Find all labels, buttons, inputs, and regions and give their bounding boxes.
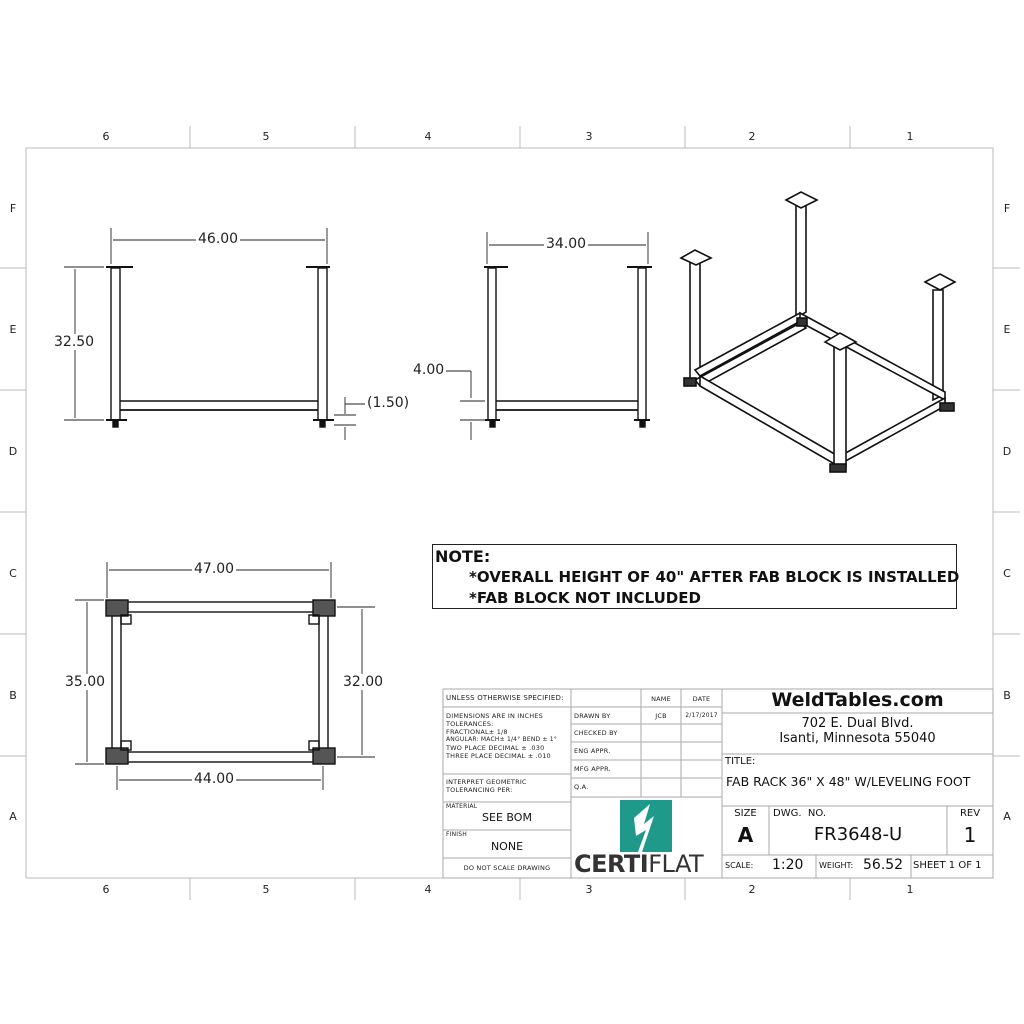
size-value: A <box>737 823 754 847</box>
tolerance-line: THREE PLACE DECIMAL ± .010 <box>446 752 551 760</box>
interpret-block: INTERPRET GEOMETRIC TOLERANCING PER: <box>446 778 527 794</box>
size-label: SIZE <box>734 808 757 819</box>
zone-col: 1 <box>906 883 914 896</box>
zone-row: F <box>9 202 17 215</box>
zone-col: 4 <box>424 130 432 143</box>
rev-label: REV <box>959 808 981 819</box>
address-line-1: 702 E. Dual Blvd. <box>801 716 914 731</box>
zone-col: 6 <box>102 130 110 143</box>
zone-col: 1 <box>906 130 914 143</box>
note-title: NOTE: <box>435 547 491 566</box>
logo-bold-text: CERTI <box>574 850 649 878</box>
lightning-icon <box>620 800 672 852</box>
unless-specified: UNLESS OTHERWISE SPECIFIED: <box>446 694 564 702</box>
zone-row: B <box>9 689 17 702</box>
address-line-2: Isanti, Minnesota 55040 <box>779 731 936 746</box>
approval-role: ENG APPR. <box>574 747 611 755</box>
sheet-frame <box>25 147 994 879</box>
front-width-dim: 46.00 <box>196 231 241 247</box>
company-address: 702 E. Dual Blvd. Isanti, Minnesota 5504… <box>722 716 993 746</box>
rev-value: 1 <box>963 823 977 847</box>
isometric-view <box>679 191 957 473</box>
tolerance-line: FRACTIONAL± 1/8 <box>446 728 508 736</box>
side-width-dim: 34.00 <box>544 236 589 252</box>
company-name: WeldTables.com <box>771 689 944 711</box>
interpret-line: TOLERANCING PER: <box>446 786 513 794</box>
drawing-title: FAB RACK 36" X 48" W/LEVELING FOOT <box>726 774 971 789</box>
note-line: *OVERALL HEIGHT OF 40" AFTER FAB BLOCK I… <box>469 568 960 586</box>
zone-col: 3 <box>585 130 593 143</box>
title-block-grid <box>442 688 994 879</box>
top-outer-width-dim: 47.00 <box>192 561 237 577</box>
weight-label: WEIGHT: <box>819 861 854 870</box>
top-inner-depth-dim: 32.00 <box>341 674 386 690</box>
interpret-line: INTERPRET GEOMETRIC <box>446 778 527 786</box>
finish-value: NONE <box>490 840 524 853</box>
zone-col: 2 <box>748 883 756 896</box>
front-height-dim: 32.50 <box>52 334 97 350</box>
weight-value: 56.52 <box>863 857 904 873</box>
approval-role: DRAWN BY <box>574 712 611 720</box>
approval-date: 2/17/2017 <box>685 712 718 719</box>
dwg-no-value: FR3648-U <box>813 824 903 845</box>
zone-row: A <box>9 810 17 823</box>
note-line: *FAB BLOCK NOT INCLUDED <box>469 589 701 607</box>
col-date-header: DATE <box>692 695 711 703</box>
material-label: MATERIAL <box>446 803 478 810</box>
approval-role: Q.A. <box>574 783 589 791</box>
top-inner-width-dim: 44.00 <box>192 771 237 787</box>
scale-label: SCALE: <box>725 861 754 870</box>
dwg-no-label: DWG. NO. <box>773 808 826 819</box>
zone-col: 4 <box>424 883 432 896</box>
zone-row: E <box>9 323 17 336</box>
approval-role: CHECKED BY <box>574 729 618 737</box>
do-not-scale: DO NOT SCALE DRAWING <box>463 864 551 872</box>
side-view <box>484 266 652 428</box>
side-rail-height-dim: 4.00 <box>411 362 447 378</box>
tolerance-line: TOLERANCES: <box>446 720 494 728</box>
zone-row: A <box>1003 810 1011 823</box>
tolerances-block: DIMENSIONS ARE IN INCHES TOLERANCES: FRA… <box>446 712 557 760</box>
zone-row: D <box>8 445 18 458</box>
front-foot-dim: (1.50) <box>365 395 412 411</box>
approval-name: JCB <box>655 712 667 720</box>
zone-row: B <box>1003 689 1011 702</box>
note-box: NOTE: *OVERALL HEIGHT OF 40" AFTER FAB B… <box>432 544 960 609</box>
front-view <box>106 266 334 428</box>
zone-col: 5 <box>262 130 270 143</box>
zone-col: 2 <box>748 130 756 143</box>
title-label: TITLE: <box>725 756 756 767</box>
scale-value: 1:20 <box>772 857 804 873</box>
logo-light-text: FLAT <box>648 850 704 878</box>
tolerance-line: ANGULAR: MACH± 1/4° BEND ± 1° <box>446 736 557 743</box>
top-outer-depth-dim: 35.00 <box>63 674 108 690</box>
zone-row: C <box>1003 567 1011 580</box>
zone-row: C <box>9 567 17 580</box>
tolerance-line: TWO PLACE DECIMAL ± .030 <box>446 744 545 752</box>
col-name-header: NAME <box>651 695 671 703</box>
tolerance-line: DIMENSIONS ARE IN INCHES <box>446 712 543 720</box>
approval-role: MFG APPR. <box>574 765 611 773</box>
sheet-number: SHEET 1 OF 1 <box>913 860 982 871</box>
top-view <box>105 599 336 765</box>
material-value: SEE BOM <box>482 811 532 824</box>
finish-label: FINISH <box>446 831 467 838</box>
certiflat-logo-mark <box>620 800 672 852</box>
certiflat-wordmark: CERTIFLAT <box>574 850 722 878</box>
zone-row: F <box>1003 202 1011 215</box>
zone-col: 5 <box>262 883 270 896</box>
zone-col: 6 <box>102 883 110 896</box>
zone-row: E <box>1003 323 1011 336</box>
zone-col: 3 <box>585 883 593 896</box>
zone-row: D <box>1002 445 1012 458</box>
